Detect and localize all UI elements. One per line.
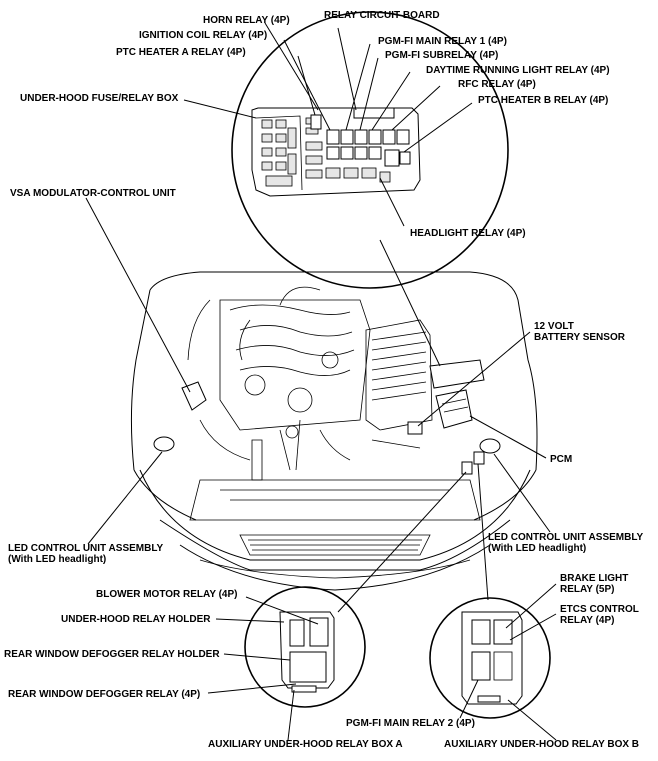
leader-lines bbox=[85, 22, 557, 741]
label-brake-light-line1: BRAKE LIGHT bbox=[560, 573, 628, 584]
label-drl-relay: DAYTIME RUNNING LIGHT RELAY (4P) bbox=[426, 65, 610, 76]
label-ignition-coil-relay: IGNITION COIL RELAY (4P) bbox=[139, 30, 267, 41]
label-rfc-relay: RFC RELAY (4P) bbox=[458, 79, 536, 90]
label-aux-box-b: AUXILIARY UNDER-HOOD RELAY BOX B bbox=[444, 739, 639, 750]
fuse-slots-left bbox=[261, 119, 297, 187]
label-etcs-line1: ETCS CONTROL bbox=[560, 604, 639, 615]
relay-row bbox=[310, 114, 411, 167]
label-blower-motor-relay: BLOWER MOTOR RELAY (4P) bbox=[96, 589, 238, 600]
label-led-left-line1: LED CONTROL UNIT ASSEMBLY bbox=[8, 543, 164, 554]
relay-box-a-detail-circle bbox=[244, 586, 366, 708]
label-battery-sensor-line2: BATTERY SENSOR bbox=[534, 332, 626, 343]
label-under-hood-relay-holder: UNDER-HOOD RELAY HOLDER bbox=[61, 614, 211, 625]
fuse-box-detail-circle bbox=[231, 11, 509, 289]
label-relay-circuit-board: RELAY CIRCUIT BOARD bbox=[324, 10, 440, 21]
label-etcs-line2: RELAY (4P) bbox=[560, 615, 614, 626]
label-led-left-line2: (With LED headlight) bbox=[8, 554, 106, 565]
label-under-hood-fuse-box: UNDER-HOOD FUSE/RELAY BOX bbox=[20, 93, 179, 104]
label-rear-defogger-holder: REAR WINDOW DEFOGGER RELAY HOLDER bbox=[4, 649, 220, 660]
label-pgm-fi-main-relay-2: PGM-FI MAIN RELAY 2 (4P) bbox=[346, 718, 475, 729]
label-brake-light-line2: RELAY (5P) bbox=[560, 584, 614, 595]
label-pcm: PCM bbox=[550, 454, 572, 465]
label-rear-defogger-relay: REAR WINDOW DEFOGGER RELAY (4P) bbox=[8, 689, 200, 700]
label-pgm-fi-main-relay-1: PGM-FI MAIN RELAY 1 (4P) bbox=[378, 36, 507, 47]
label-headlight-relay: HEADLIGHT RELAY (4P) bbox=[410, 228, 526, 239]
label-ptc-heater-b-relay: PTC HEATER B RELAY (4P) bbox=[478, 95, 608, 106]
label-pgm-fi-subrelay: PGM-FI SUBRELAY (4P) bbox=[385, 50, 498, 61]
label-horn-relay: HORN RELAY (4P) bbox=[203, 15, 290, 26]
label-aux-box-a: AUXILIARY UNDER-HOOD RELAY BOX A bbox=[208, 739, 403, 750]
engine-bay-illustration bbox=[130, 271, 538, 591]
label-led-right-line2: (With LED headlight) bbox=[488, 543, 586, 554]
label-led-right-line1: LED CONTROL UNIT ASSEMBLY bbox=[488, 532, 644, 543]
relay-box-b-detail-circle bbox=[429, 597, 551, 719]
text-labels: RELAY CIRCUIT BOARD HORN RELAY (4P) IGNI… bbox=[4, 10, 644, 750]
label-battery-sensor-line1: 12 VOLT bbox=[534, 321, 574, 332]
label-vsa-modulator: VSA MODULATOR-CONTROL UNIT bbox=[10, 188, 176, 199]
label-ptc-heater-a-relay: PTC HEATER A RELAY (4P) bbox=[116, 47, 246, 58]
